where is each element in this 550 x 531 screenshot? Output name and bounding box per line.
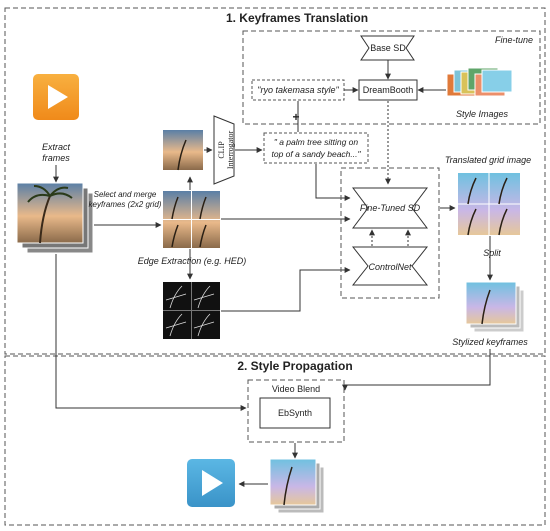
dreambooth-label: DreamBooth xyxy=(363,85,414,95)
caption-line2: top of a sandy beach..." xyxy=(271,149,361,159)
base-sd-shape xyxy=(360,35,415,61)
extract-frames-line1: Extract xyxy=(42,142,71,152)
fine-tuned-sd-label: Fine-Tuned SD xyxy=(360,203,421,213)
caption-box xyxy=(263,132,369,164)
output-frames-stack xyxy=(269,458,325,514)
style-images xyxy=(446,67,513,97)
clip-interrogator-shape xyxy=(213,115,235,185)
edge-map xyxy=(163,282,220,339)
keyframe-grid xyxy=(163,191,220,248)
input-frames-stack xyxy=(16,182,94,254)
stylized-keyframes-stack xyxy=(465,281,525,333)
propagation-title: 2. Style Propagation xyxy=(237,359,352,373)
translation-section xyxy=(4,7,546,355)
select-merge-line1: Select and merge xyxy=(94,190,157,199)
finetune-label: Fine-tune xyxy=(495,35,533,45)
select-merge-line2: keyframes (2x2 grid) xyxy=(89,200,162,209)
style-images-label: Style Images xyxy=(456,109,509,119)
ebsynth-label: EbSynth xyxy=(278,408,312,418)
single-keyframe xyxy=(163,130,203,171)
controlnet-label: ControlNet xyxy=(368,262,412,272)
style-prompt-text: "ryo takemasa style" xyxy=(257,85,339,95)
play-icon xyxy=(202,470,223,496)
controlnet-shape xyxy=(351,246,429,286)
fine-tuned-sd-shape xyxy=(352,187,428,229)
finetune-box xyxy=(242,30,541,125)
base-sd-label: Base SD xyxy=(370,43,406,53)
output-video-icon xyxy=(187,459,235,507)
clip-label-line2: Interrogator xyxy=(226,131,235,170)
translation-title: 1. Keyframes Translation xyxy=(226,11,368,25)
input-video-icon xyxy=(33,74,79,120)
sd-controlnet-box xyxy=(340,167,440,299)
caption-line1: " a palm tree sitting on xyxy=(274,137,359,147)
play-icon xyxy=(48,85,68,109)
translated-grid xyxy=(458,173,520,236)
propagation-section xyxy=(4,355,546,526)
ebsynth-box xyxy=(259,397,331,429)
stylized-keyframes-label: Stylized keyframes xyxy=(452,337,528,347)
translated-grid-label: Translated grid image xyxy=(445,155,531,165)
video-blend-label: Video Blend xyxy=(272,384,320,394)
split-label: Split xyxy=(483,248,501,258)
edge-extraction-label: Edge Extraction (e.g. HED) xyxy=(138,256,247,266)
video-blend-box xyxy=(247,379,345,443)
dreambooth-box xyxy=(358,79,418,101)
clip-label-line1: CLIP xyxy=(217,141,226,159)
plus-sign: + xyxy=(292,110,299,124)
extract-frames-line2: frames xyxy=(42,153,70,163)
